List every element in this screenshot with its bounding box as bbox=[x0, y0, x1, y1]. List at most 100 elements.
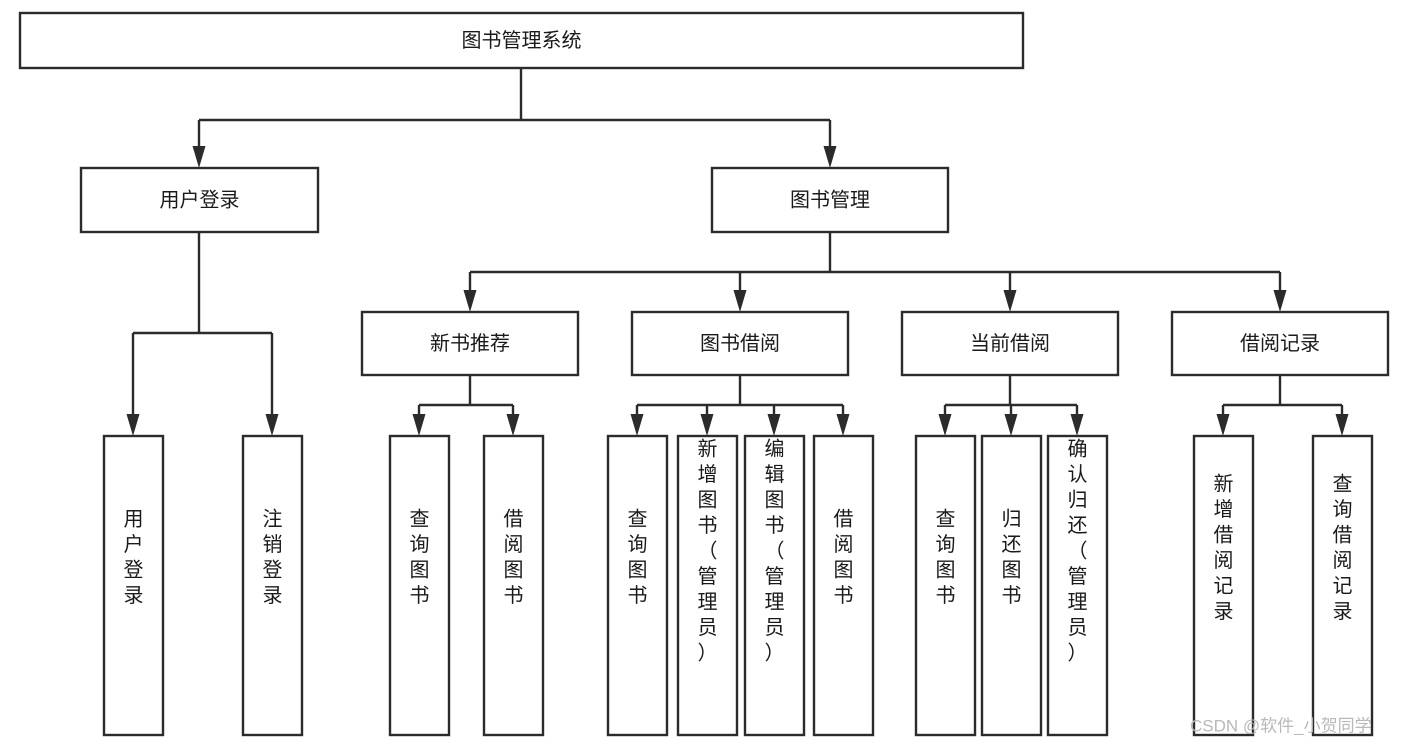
node-label-char: 查 bbox=[1333, 472, 1353, 495]
node-label-char: 还 bbox=[1068, 514, 1088, 537]
node-box[interactable] bbox=[241, 434, 304, 737]
node-label-char: 员 bbox=[1068, 617, 1088, 639]
node-box[interactable] bbox=[1170, 310, 1390, 377]
node-label-char: 阅 bbox=[1333, 549, 1353, 572]
node-label-char: 书 bbox=[698, 514, 718, 537]
node-label-char: 用 bbox=[124, 508, 144, 530]
node-box[interactable] bbox=[388, 434, 451, 737]
node-label-char: 员 bbox=[698, 617, 718, 639]
node-label: 当前借阅 bbox=[970, 332, 1050, 355]
node-label-char: 认 bbox=[1068, 463, 1088, 486]
node-label: 用户登录 bbox=[160, 188, 240, 211]
node-box[interactable] bbox=[812, 434, 875, 737]
node-box[interactable] bbox=[710, 166, 950, 234]
node-label-char: 还 bbox=[1002, 533, 1022, 556]
connector-group-user-login-to-leaves bbox=[126, 232, 279, 436]
node-book-borrow[interactable]: 图书借阅 bbox=[630, 310, 850, 377]
node-box[interactable] bbox=[79, 166, 320, 234]
node-user-login[interactable]: 用户登录 bbox=[79, 166, 320, 234]
node-label-char: 记 bbox=[1333, 574, 1353, 597]
node-box[interactable] bbox=[18, 11, 1025, 70]
arrow-head-icon bbox=[1003, 290, 1017, 312]
node-label-char: 归 bbox=[1002, 507, 1022, 530]
connector-group-borrow-record-to-leaves bbox=[1216, 375, 1349, 436]
node-label-char: 书 bbox=[834, 584, 854, 607]
node-box[interactable] bbox=[482, 434, 545, 737]
node-box[interactable] bbox=[1192, 434, 1255, 737]
node-label: 图书管理系统 bbox=[462, 29, 582, 52]
node-label-char: 查 bbox=[936, 507, 956, 530]
arrow-head-icon bbox=[1335, 414, 1349, 436]
node-box[interactable] bbox=[630, 310, 850, 377]
connector-group-current-borrow-to-leaves bbox=[938, 375, 1084, 436]
node-label-char: 理 bbox=[698, 591, 718, 613]
node-label-char: 阅 bbox=[1214, 549, 1234, 572]
node-label-char: 理 bbox=[1068, 591, 1088, 613]
node-box[interactable] bbox=[914, 434, 977, 737]
node-box[interactable] bbox=[360, 310, 580, 377]
node-current-borrow[interactable]: 当前借阅 bbox=[900, 310, 1120, 377]
node-root[interactable]: 图书管理系统 bbox=[18, 11, 1025, 70]
node-label-char: 图 bbox=[1002, 559, 1022, 581]
node-label-char: 图 bbox=[410, 559, 430, 581]
node-label-char: 户 bbox=[124, 533, 144, 556]
node-leaf-user-login[interactable]: 用户登录 bbox=[102, 434, 165, 737]
arrow-head-icon bbox=[733, 290, 747, 312]
watermark-layer: CSDN @软件_小贺同学 bbox=[1190, 716, 1372, 735]
node-box[interactable] bbox=[606, 434, 669, 737]
node-label-char: 注 bbox=[263, 507, 283, 530]
node-label-char: 辑 bbox=[765, 463, 785, 486]
node-box[interactable] bbox=[1311, 434, 1374, 737]
node-label-char: 记 bbox=[1214, 574, 1234, 597]
node-label-char: 编 bbox=[765, 437, 785, 460]
node-box[interactable] bbox=[980, 434, 1043, 737]
connector-group-book-manage-to-level3 bbox=[463, 232, 1287, 312]
node-book-manage[interactable]: 图书管理 bbox=[710, 166, 950, 234]
arrow-head-icon bbox=[506, 414, 520, 436]
node-new-book-recommend[interactable]: 新书推荐 bbox=[360, 310, 580, 377]
node-borrow-record[interactable]: 借阅记录 bbox=[1170, 310, 1390, 377]
node-box[interactable] bbox=[743, 434, 806, 737]
node-label-char: 图 bbox=[504, 559, 524, 581]
arrow-head-icon bbox=[1273, 290, 1287, 312]
arrow-head-icon bbox=[1004, 414, 1018, 436]
node-label-char: 询 bbox=[628, 533, 648, 556]
connectors-layer bbox=[126, 68, 1349, 436]
node-box[interactable] bbox=[676, 434, 739, 737]
node-label-char: 图 bbox=[765, 489, 785, 511]
node-label-char: 阅 bbox=[834, 533, 854, 556]
arrow-head-icon bbox=[700, 414, 714, 436]
node-label-char: 管 bbox=[1068, 565, 1088, 588]
arrow-head-icon bbox=[192, 146, 206, 168]
node-label-char: 新 bbox=[698, 437, 718, 460]
node-label-char: 书 bbox=[1002, 584, 1022, 607]
arrow-head-icon bbox=[412, 414, 426, 436]
node-label-char: 借 bbox=[834, 507, 854, 530]
node-box[interactable] bbox=[1046, 434, 1109, 737]
node-box[interactable] bbox=[900, 310, 1120, 377]
node-label-char: 书 bbox=[628, 584, 648, 607]
node-label-char: 录 bbox=[1333, 601, 1353, 623]
node-box[interactable] bbox=[102, 434, 165, 737]
node-label-char: 管 bbox=[698, 565, 718, 588]
node-label: 新书推荐 bbox=[430, 332, 510, 355]
